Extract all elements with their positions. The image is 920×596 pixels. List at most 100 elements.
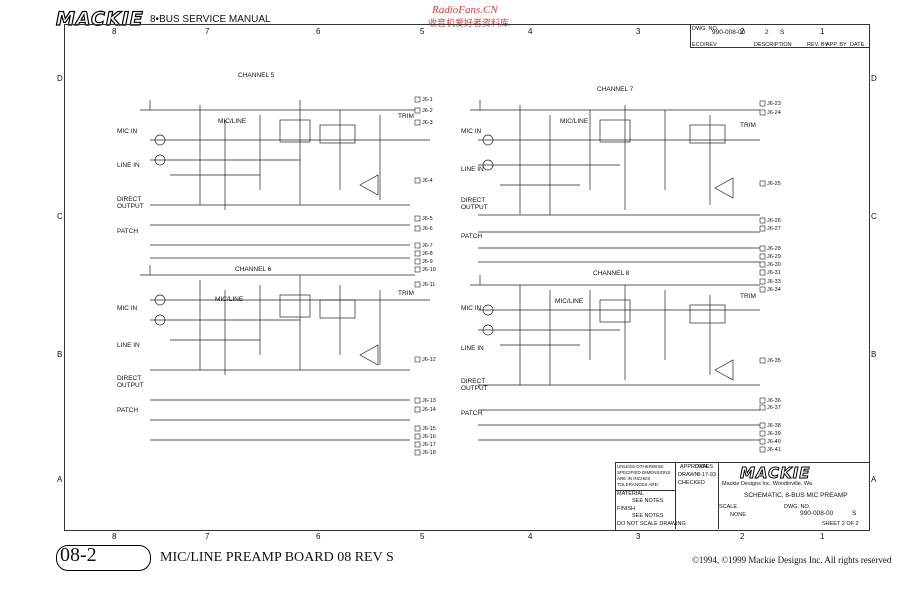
connector-label: J6-29 [767, 254, 781, 260]
connector-label: J6-1 [422, 97, 433, 103]
zone-col-3: 3 [636, 27, 641, 36]
zone-col-1-bottom: 1 [820, 532, 825, 541]
rev-dwg-no-label: DWG. NO. [692, 26, 719, 32]
zone-col-4-bottom: 4 [528, 532, 533, 541]
connector-label: J6-11 [422, 282, 436, 288]
ch7-mic-in: MIC IN [461, 128, 482, 135]
connector-label: J6-15 [422, 426, 436, 432]
page-number: 08-2 [60, 544, 97, 566]
rev-dwg-no: 990-008-00 [712, 29, 746, 36]
connector-label: J6-40 [767, 439, 781, 445]
connector-label: J6-35 [767, 358, 781, 364]
connector-label: J6-38 [767, 423, 781, 429]
rev-value: S [852, 510, 857, 517]
rev-letter: S [780, 29, 785, 36]
zone-col-8: 8 [112, 27, 117, 36]
company-name: Mackie Designs Inc. Woodinville, Wa. [722, 481, 814, 487]
zone-col-2: 2 [740, 27, 745, 36]
zone-col-5-bottom: 5 [420, 532, 425, 541]
rev-col-app-by: APP. BY [826, 42, 847, 48]
rev-col-date: DATE [850, 42, 865, 48]
rev-sheet: 2 [765, 29, 769, 36]
zone-row-b: B [57, 350, 63, 359]
zone-col-6-bottom: 6 [316, 532, 321, 541]
connector-label: J6-39 [767, 431, 781, 437]
channel-5-title: CHANNEL 5 [238, 72, 275, 79]
connector-label: J6-7 [422, 243, 433, 249]
ch8-mic-line: MIC/LINE [555, 298, 584, 305]
connector-label: J6-28 [767, 246, 781, 252]
channel-7-title: CHANNEL 7 [597, 86, 634, 93]
ch8-trim: TRIM [740, 293, 756, 300]
connector-label: J6-41 [767, 447, 781, 453]
do-not-scale: DO NOT SCALE DRAWING [617, 521, 686, 527]
channel-8-title: CHANNEL 8 [593, 270, 630, 277]
ch8-mic-in: MIC IN [461, 305, 482, 312]
ch6-trim: TRIM [398, 290, 414, 297]
dwg-no-value: 990-008-00 [800, 510, 834, 517]
ch5-trim: TRIM [398, 113, 414, 120]
connector-label: J6-5 [422, 216, 433, 222]
connector-label: J6-9 [422, 259, 433, 265]
watermark-url: RadioFans.CN [432, 4, 498, 16]
connector-label: J6-34 [767, 287, 781, 293]
revision-header-block [690, 24, 870, 48]
zone-col-5: 5 [420, 27, 425, 36]
connector-label: J6-12 [422, 357, 436, 363]
connector-label: J6-31 [767, 270, 781, 276]
approvals-cell [675, 462, 719, 529]
ch6-mic-in: MIC IN [117, 305, 138, 312]
ch7-line-in: LINE IN [461, 166, 484, 173]
connector-label: J6-2 [422, 108, 433, 114]
connector-label: J6-30 [767, 262, 781, 268]
zone-col-2-bottom: 2 [740, 532, 745, 541]
connector-label: J6-26 [767, 218, 781, 224]
sheet-count: SHEET 2 OF 2 [822, 521, 859, 527]
see-notes-2: SEE NOTES [632, 513, 664, 519]
connector-label: J6-10 [422, 267, 436, 273]
connector-label: J6-17 [422, 442, 436, 448]
ch5-direct-output: DIRECT OUTPUT [117, 196, 144, 210]
connector-label: J6-24 [767, 110, 781, 116]
ch6-patch: PATCH [117, 407, 139, 414]
ch6-line-in: LINE IN [117, 342, 140, 349]
connector-label: J6-6 [422, 226, 433, 232]
see-notes: SEE NOTES [632, 498, 664, 504]
watermark-cn: 收音机爱好者资料库 [428, 18, 510, 28]
ch7-direct-output: DIRECT OUTPUT [461, 197, 488, 211]
date-label: DATE [695, 464, 710, 470]
zone-row-c-right: C [871, 212, 877, 221]
ch5-patch: PATCH [117, 228, 139, 235]
ch7-patch: PATCH [461, 233, 483, 240]
zone-col-7: 7 [205, 27, 210, 36]
checked-label: CHECKED [678, 480, 705, 486]
rev-col-ecn: ECO/REV [692, 42, 717, 48]
finish-label: FINISH [617, 506, 636, 512]
scale-value: NONE [730, 512, 746, 518]
tolerance-notes: UNLESS OTHERWISE SPECIFIED DIMENSIONS AR… [617, 464, 671, 487]
ch5-mic-line: MIC/LINE [218, 118, 247, 125]
material-label: MATERIAL [617, 491, 645, 497]
zone-col-6: 6 [316, 27, 321, 36]
title-block-logo: MACKIE [740, 464, 811, 483]
ch5-line-in: LINE IN [117, 162, 140, 169]
page-number-badge [56, 545, 151, 571]
connector-label: J6-3 [422, 120, 433, 126]
ch7-trim: TRIM [740, 122, 756, 129]
connector-label: J6-16 [422, 434, 436, 440]
connector-label: J6-37 [767, 405, 781, 411]
title-block [615, 462, 870, 531]
connector-label: J6-14 [422, 407, 436, 413]
copyright: ©1994, ©1999 Mackie Designs Inc. All rig… [692, 555, 892, 565]
ch7-mic-line: MIC/LINE [560, 118, 589, 125]
connector-label: J6-4 [422, 178, 433, 184]
drawn-label: DRAWN [678, 472, 699, 478]
ch8-direct-output: DIRECT OUTPUT [461, 378, 488, 392]
connector-label: J6-36 [767, 398, 781, 404]
zone-row-a-right: A [871, 475, 877, 484]
zone-row-d: D [57, 74, 63, 83]
zone-row-a: A [57, 475, 63, 484]
connector-label: J6-8 [422, 251, 433, 257]
rev-col-description: DESCRIPTION [754, 42, 792, 48]
